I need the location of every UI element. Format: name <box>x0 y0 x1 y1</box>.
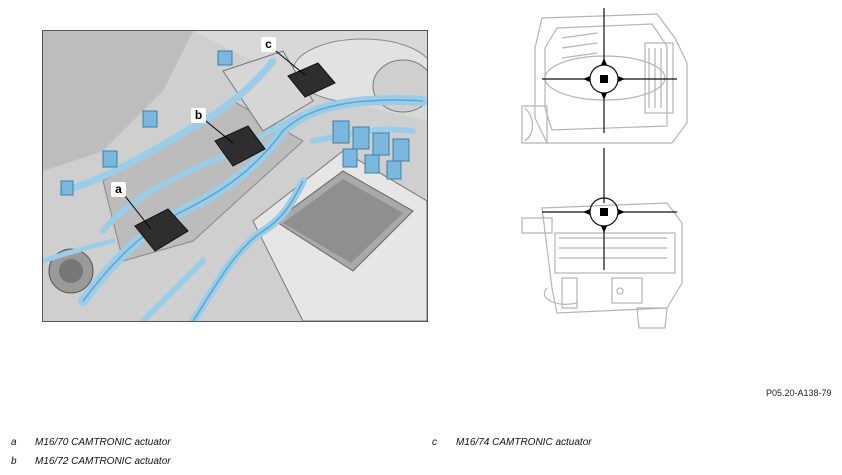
legend-key: c <box>432 437 437 448</box>
legend-key: a <box>11 437 17 448</box>
legend-text: M16/70 CAMTRONIC actuator <box>35 437 171 448</box>
engine-locator-views <box>517 8 689 338</box>
figure-reference-code: P05.20-A138-79 <box>766 388 832 398</box>
legend-key: b <box>11 456 17 467</box>
callout-a: a <box>111 182 126 197</box>
legend-text: M16/74 CAMTRONIC actuator <box>456 437 592 448</box>
engine-compartment-illustration: a b c <box>42 30 428 322</box>
callout-c: c <box>261 37 276 52</box>
callout-b: b <box>191 108 206 123</box>
legend-text: M16/72 CAMTRONIC actuator <box>35 456 171 467</box>
